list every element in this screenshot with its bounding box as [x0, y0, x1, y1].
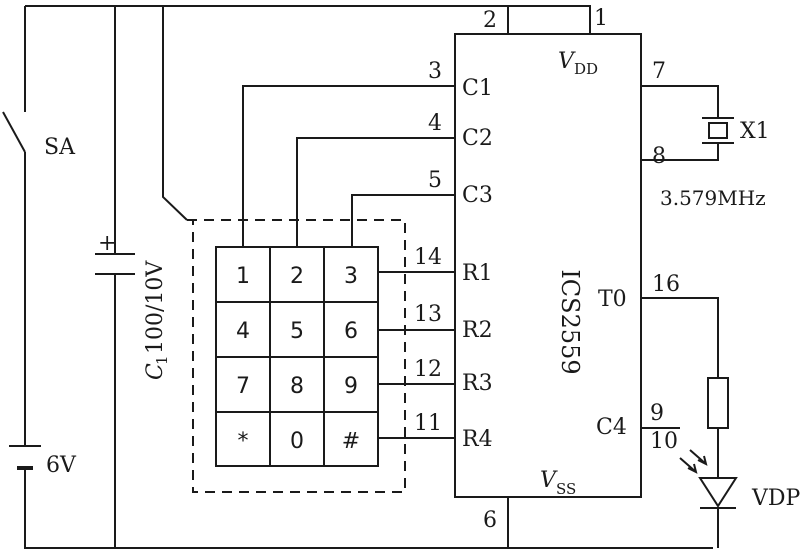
pin-8: 8	[652, 144, 666, 169]
ic-pin-labels: C1 C2 C3 R1 R2 R3 R4 T0 C4 V DD V SS	[462, 49, 627, 498]
keypad-enclosure	[187, 219, 406, 493]
label-vdd-main: V	[558, 49, 576, 74]
c1-wire	[242, 85, 455, 247]
key-hash[interactable]: #	[342, 429, 360, 454]
pin-1: 1	[594, 6, 608, 31]
label-c1: C1	[462, 76, 493, 101]
label-vss-sub: SS	[556, 480, 576, 498]
led-arrow-2	[689, 449, 708, 466]
t0-wire	[641, 297, 719, 378]
pin-10: 10	[650, 429, 678, 454]
keypad-common-wire	[162, 6, 188, 221]
key-2[interactable]: 2	[290, 264, 304, 289]
pin-numbers: 2 1 3 4 5 14 13 12 11 7 8 16 9 10 6	[414, 6, 680, 533]
pin-12: 12	[414, 357, 442, 382]
led-triangle	[698, 477, 738, 508]
battery-label: 6V	[46, 453, 77, 478]
key-1[interactable]: 1	[236, 264, 250, 289]
c3-wire	[351, 194, 455, 247]
label-c4: C4	[596, 415, 627, 440]
label-c2: C2	[462, 126, 493, 151]
pin-11: 11	[414, 411, 442, 436]
pin-4: 4	[428, 111, 442, 136]
crystal-frequency: 3.579MHz	[660, 186, 766, 210]
label-r1: R1	[462, 261, 493, 286]
key-star[interactable]: *	[238, 429, 249, 454]
label-t0: T0	[598, 287, 627, 312]
key-9[interactable]: 9	[344, 374, 358, 399]
key-5[interactable]: 5	[290, 319, 304, 344]
switch-sa	[2, 111, 26, 153]
pin-16: 16	[652, 272, 680, 297]
key-3[interactable]: 3	[344, 264, 358, 289]
pin-3: 3	[428, 59, 442, 84]
key-6[interactable]: 6	[344, 319, 358, 344]
crystal-label: X1	[740, 119, 770, 144]
capacitor-label-main: C	[143, 363, 168, 380]
output-label: VDP	[751, 486, 801, 511]
wires	[2, 5, 719, 549]
pin-9: 9	[650, 401, 664, 426]
capacitor-plus: +	[98, 231, 116, 256]
label-r2: R2	[462, 318, 493, 343]
resistor	[707, 377, 729, 429]
xtal-wire-top	[641, 85, 719, 118]
label-vss-main: V	[540, 468, 558, 493]
bottom-rail	[24, 468, 713, 549]
pin-13: 13	[414, 302, 442, 327]
label-r3: R3	[462, 371, 493, 396]
c2-wire	[296, 137, 455, 247]
pin-6: 6	[483, 508, 497, 533]
pin-7: 7	[652, 59, 666, 84]
keypad: 1 2 3 4 5 6 7 8 9 * 0 #	[236, 264, 360, 454]
capacitor-label-sub: 1	[153, 355, 171, 365]
label-vdd-sub: DD	[574, 60, 598, 78]
keypad-grid-lines	[216, 247, 378, 466]
pin-14: 14	[414, 245, 442, 270]
key-4[interactable]: 4	[236, 319, 250, 344]
label-c3: C3	[462, 183, 493, 208]
capacitor-label: C 1 100/10V	[143, 260, 171, 380]
label-r4: R4	[462, 427, 493, 452]
key-7[interactable]: 7	[236, 374, 250, 399]
key-0[interactable]: 0	[290, 429, 304, 454]
key-8[interactable]: 8	[290, 374, 304, 399]
pin-5: 5	[428, 168, 442, 193]
led-arrow-1	[679, 457, 698, 474]
crystal-body	[708, 122, 728, 139]
top-rail-wire	[25, 5, 591, 34]
capacitor-label-value: 100/10V	[143, 260, 168, 354]
ic-body	[454, 33, 642, 498]
pin-2: 2	[483, 8, 497, 33]
ic-name: ICS2559	[556, 269, 584, 374]
switch-label: SA	[44, 135, 76, 160]
xtal-wire-bottom	[641, 143, 719, 161]
